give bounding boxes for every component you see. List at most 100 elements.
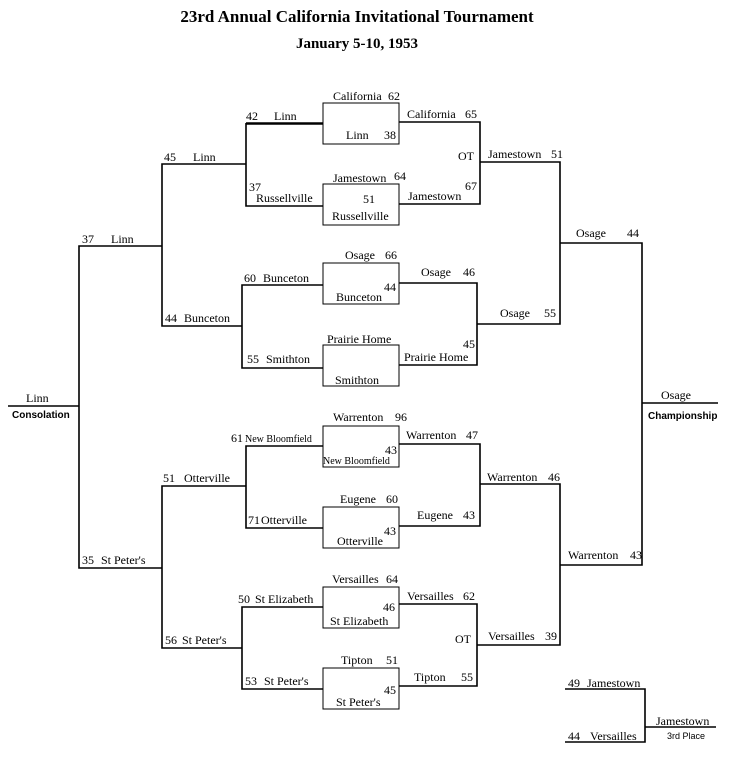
score-label: 44 [568, 729, 580, 743]
score-label: 64 [386, 572, 398, 586]
consolation-r2-line-1 [161, 163, 246, 327]
score-label: 50 [238, 592, 250, 606]
team-label: Linn [111, 232, 134, 246]
ot-label: OT [455, 632, 472, 646]
game-box-4: Prairie Home Smithton [322, 332, 400, 387]
team-label: Jamestown [587, 676, 640, 690]
champ-r3-line [560, 242, 643, 566]
score-label: 55 [544, 306, 556, 320]
team-label: Eugene [340, 492, 376, 506]
score-label: 46 [463, 265, 475, 279]
score-label: 51 [386, 653, 398, 667]
team-label: St Peter's [264, 674, 309, 688]
third-place-line [565, 688, 716, 743]
score-label: 60 [244, 271, 256, 285]
score-label: 51 [551, 147, 563, 161]
score-label: 38 [384, 128, 396, 142]
team-label: Eugene [417, 508, 453, 522]
team-label: Warrenton [406, 428, 456, 442]
consolation-label: Consolation [12, 410, 70, 421]
score-label: 66 [385, 248, 397, 262]
score-label: 46 [548, 470, 560, 484]
score-label: 44 [384, 280, 396, 294]
consolation-r2-line-2 [161, 485, 246, 649]
score-label: 44 [165, 311, 177, 325]
score-label: 39 [545, 629, 557, 643]
team-label: Smithton [335, 373, 379, 387]
team-label: Versailles [332, 572, 379, 586]
game-box-7: Versailles 64 46 St Elizabeth [322, 572, 400, 629]
score-label: 45 [463, 337, 475, 351]
ot-label: OT [458, 149, 475, 163]
team-label: St Peter's [101, 553, 146, 567]
game-box-2: Jamestown 64 51 Russellville [322, 169, 406, 226]
score-label: 37 [249, 180, 261, 194]
team-label: New Bloomfield [245, 434, 312, 445]
team-label: St Elizabeth [330, 614, 388, 628]
champ-r2-line-2 [477, 483, 561, 646]
game-box-1: California 62 Linn 38 [322, 89, 400, 145]
score-label: 61 [231, 431, 243, 445]
team-label: Versailles [407, 589, 454, 603]
score-label: 43 [384, 524, 396, 538]
team-label: Osage [345, 248, 375, 262]
score-label: 60 [386, 492, 398, 506]
team-label: Linn [193, 150, 216, 164]
team-label: Versailles [488, 629, 535, 643]
team-label: Jamestown [408, 189, 461, 203]
team-label: Otterville [337, 534, 383, 548]
score-label: 43 [630, 548, 642, 562]
score-label: 35 [82, 553, 94, 567]
score-label: 62 [463, 589, 475, 603]
score-label: 49 [568, 676, 580, 690]
score-label: 65 [465, 107, 477, 121]
score-label: 55 [461, 670, 473, 684]
page-dates: January 5-10, 1953 [296, 36, 418, 52]
score-label: 43 [463, 508, 475, 522]
team-label: Jamestown [333, 171, 386, 185]
score-label: 46 [383, 600, 395, 614]
consolation-r1-line-1 [245, 122, 323, 207]
team-label: Smithton [266, 352, 310, 366]
team-label: Warrenton [333, 410, 383, 424]
team-label: Tipton [414, 670, 446, 684]
consolation-r3-line [78, 245, 162, 569]
team-label: Tipton [341, 653, 373, 667]
champ-r2-line-1 [477, 161, 561, 325]
team-label: Otterville [184, 471, 230, 485]
score-label: 67 [465, 179, 477, 193]
third-place-label: 3rd Place [667, 731, 705, 741]
score-label: 51 [163, 471, 175, 485]
score-label: 47 [466, 428, 478, 442]
page-title: 23rd Annual California Invitational Tour… [180, 7, 534, 26]
third-place-winner: Jamestown [656, 714, 709, 728]
team-label: Russellville [332, 209, 389, 223]
team-label: California [407, 107, 456, 121]
score-label: 96 [395, 410, 407, 424]
score-label: 53 [245, 674, 257, 688]
team-label: New Bloomfield [323, 456, 390, 467]
team-label: Otterville [261, 513, 307, 527]
game-box-8: Tipton 51 45 St Peter's [322, 653, 400, 710]
team-label: Osage [500, 306, 530, 320]
team-label: Osage [421, 265, 451, 279]
team-label: Linn [274, 109, 297, 123]
score-label: 43 [385, 443, 397, 457]
champ-r1-line-3 [399, 443, 481, 527]
team-label: Bunceton [263, 271, 309, 285]
score-label: 62 [388, 89, 400, 103]
game-box-6: Eugene 60 43 Otterville [322, 492, 400, 549]
team-label: St Peter's [336, 695, 381, 709]
game-box-5: Warrenton 96 43 New Bloomfield [322, 410, 407, 468]
score-label: 44 [627, 226, 639, 240]
score-label: 45 [384, 683, 396, 697]
score-label: 37 [82, 232, 94, 246]
team-label: Bunceton [336, 290, 382, 304]
team-label: California [333, 89, 382, 103]
consolation-winner: Linn [26, 391, 49, 405]
team-label: Russellville [256, 191, 313, 205]
score-label: 42 [246, 109, 258, 123]
championship-label: Championship [648, 411, 717, 422]
score-label: 64 [394, 169, 406, 183]
